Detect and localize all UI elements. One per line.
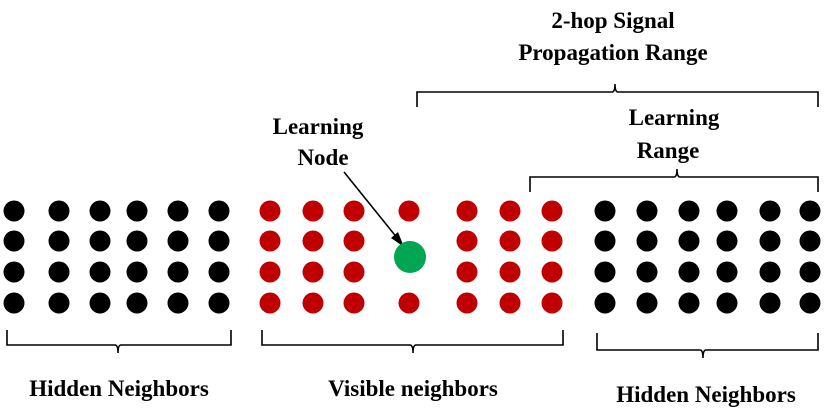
learning-range-brace	[529, 168, 819, 192]
visible-node	[499, 230, 521, 252]
hidden-right-node	[594, 200, 616, 222]
hidden-left-node	[126, 230, 148, 252]
hidden-left-node	[48, 230, 70, 252]
hidden-left-node	[126, 200, 148, 222]
hidden-left-node	[167, 292, 189, 314]
hidden-left-node	[48, 292, 70, 314]
hidden-right-node	[799, 200, 821, 222]
visible-node	[343, 261, 365, 283]
learning-node-label-line1: Learning	[273, 114, 364, 139]
hidden-neighbors-left-label: Hidden Neighbors	[29, 376, 209, 401]
propagation-range-brace	[416, 83, 819, 107]
hidden-right-node	[716, 292, 738, 314]
visible-node	[302, 200, 324, 222]
hidden-right-node	[636, 200, 658, 222]
visible-neighbors-label: Visible neighbors	[328, 376, 498, 401]
visible-brace	[261, 330, 564, 354]
visible-node	[541, 230, 563, 252]
hidden-left-brace	[6, 330, 232, 354]
learning-range-label-line1: Learning	[629, 105, 720, 130]
hidden-right-node	[759, 292, 781, 314]
hidden-right-node	[594, 230, 616, 252]
hidden-left-node	[208, 230, 230, 252]
visible-node	[302, 292, 324, 314]
hidden-left-node	[89, 292, 111, 314]
hidden-left-node	[48, 261, 70, 283]
hidden-neighbors-right-label: Hidden Neighbors	[616, 382, 796, 407]
visible-node	[398, 200, 420, 222]
hidden-right-node	[799, 261, 821, 283]
neighbor-dots	[3, 200, 821, 314]
hidden-right-node	[799, 292, 821, 314]
visible-node	[302, 230, 324, 252]
hidden-left-node	[89, 230, 111, 252]
hidden-right-node	[678, 200, 700, 222]
hidden-right-node	[759, 230, 781, 252]
visible-node	[259, 200, 281, 222]
hidden-right-node	[636, 230, 658, 252]
hidden-left-node	[208, 261, 230, 283]
hidden-right-node	[716, 261, 738, 283]
visible-node	[499, 200, 521, 222]
hidden-left-node	[167, 200, 189, 222]
hidden-left-node	[167, 230, 189, 252]
hidden-left-node	[89, 261, 111, 283]
hidden-right-node	[716, 230, 738, 252]
learning-node	[394, 241, 426, 273]
visible-node	[541, 261, 563, 283]
hidden-right-node	[678, 230, 700, 252]
visible-node	[456, 200, 478, 222]
learning-node-arrow	[343, 171, 399, 240]
hidden-right-node	[594, 292, 616, 314]
learning-node-arrowhead	[391, 232, 404, 247]
learning-range-label-line2: Range	[637, 138, 700, 163]
propagation-range-label-line1: 2-hop Signal	[551, 8, 674, 33]
hidden-right-node	[678, 292, 700, 314]
visible-node	[398, 292, 420, 314]
hidden-left-node	[3, 292, 25, 314]
hidden-left-node	[3, 200, 25, 222]
learning-node-label-line2: Node	[297, 145, 348, 170]
visible-node	[259, 230, 281, 252]
hidden-right-node	[636, 261, 658, 283]
visible-node	[456, 261, 478, 283]
visible-node	[302, 261, 324, 283]
hidden-left-node	[126, 261, 148, 283]
hidden-left-node	[208, 292, 230, 314]
visible-node	[499, 261, 521, 283]
hidden-left-node	[3, 230, 25, 252]
propagation-range-label-line2: Propagation Range	[518, 40, 707, 65]
visible-node	[259, 261, 281, 283]
visible-node	[259, 292, 281, 314]
hidden-right-brace	[596, 333, 819, 359]
hidden-right-node	[799, 230, 821, 252]
hidden-right-node	[594, 261, 616, 283]
hidden-left-node	[48, 200, 70, 222]
hidden-right-node	[759, 261, 781, 283]
visible-node	[343, 230, 365, 252]
hidden-right-node	[716, 200, 738, 222]
hidden-right-node	[678, 261, 700, 283]
hidden-right-node	[636, 292, 658, 314]
visible-node	[343, 200, 365, 222]
hidden-left-node	[208, 200, 230, 222]
visible-node	[541, 292, 563, 314]
visible-node	[541, 200, 563, 222]
visible-node	[499, 292, 521, 314]
hidden-left-node	[89, 200, 111, 222]
visible-node	[456, 292, 478, 314]
hidden-left-node	[126, 292, 148, 314]
hidden-left-node	[167, 261, 189, 283]
visible-node	[343, 292, 365, 314]
hidden-right-node	[759, 200, 781, 222]
hidden-left-node	[3, 261, 25, 283]
visible-node	[456, 230, 478, 252]
